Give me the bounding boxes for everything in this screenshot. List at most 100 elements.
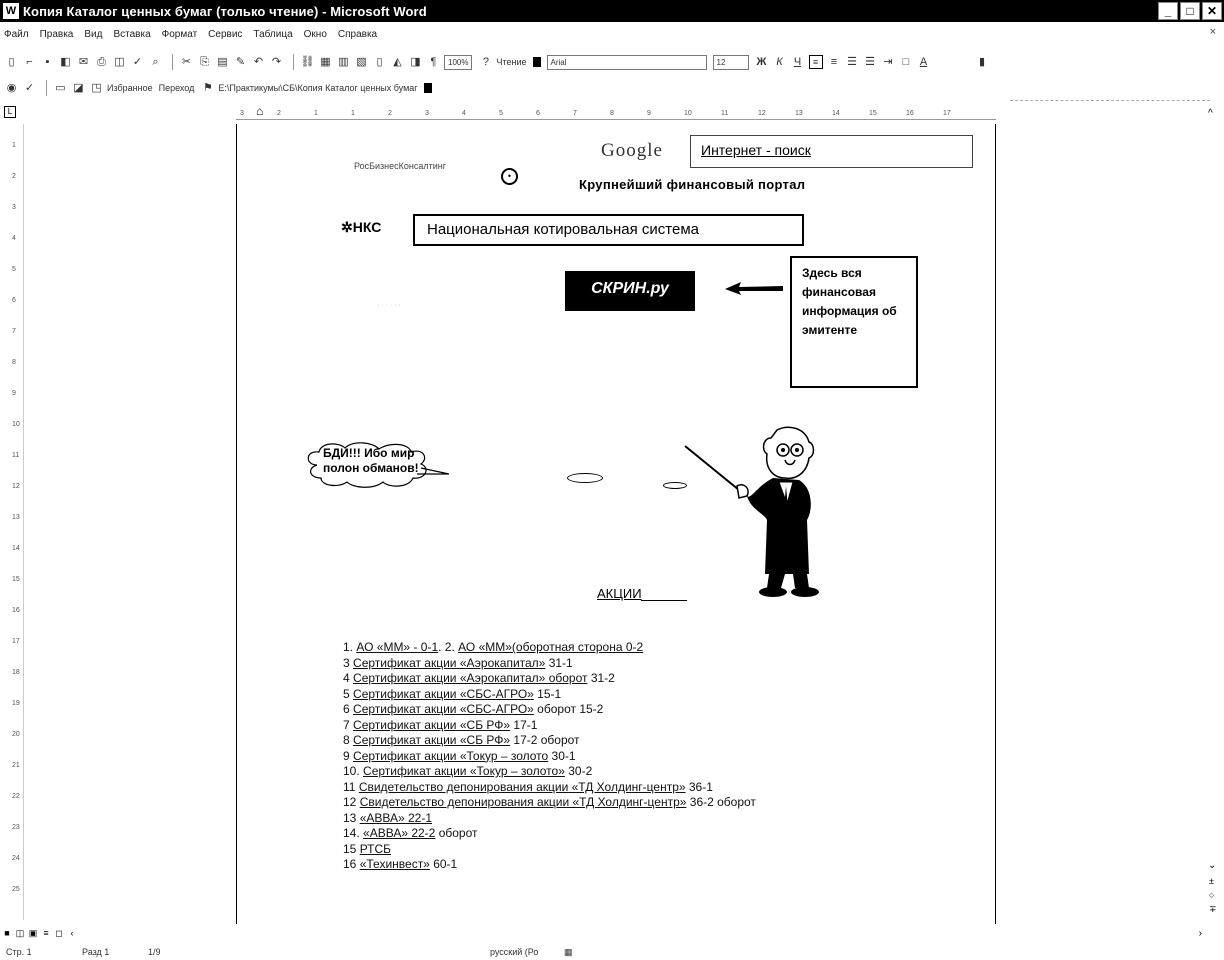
- scroll-right-icon[interactable]: ›: [1198, 928, 1202, 939]
- toolbar-options-icon[interactable]: [532, 57, 541, 67]
- word-app-icon[interactable]: W: [3, 3, 19, 19]
- columns-icon[interactable]: ▯: [376, 56, 383, 68]
- menu-table[interactable]: Таблица: [253, 28, 293, 40]
- previous-page-icon[interactable]: ±: [1209, 876, 1214, 886]
- outline-view-icon[interactable]: ≡: [43, 928, 49, 938]
- italic-button[interactable]: К: [776, 56, 783, 68]
- back-icon[interactable]: ◉: [6, 82, 17, 94]
- item-link[interactable]: АО «ММ» - 0-1: [356, 640, 439, 654]
- research-icon[interactable]: ⌕: [152, 56, 159, 68]
- item-link[interactable]: АО «ММ»(оборотная сторона 0-2: [458, 640, 644, 654]
- item-link[interactable]: Свидетельство депонирования акции «ТД Хо…: [358, 779, 686, 794]
- font-size-select[interactable]: 12: [712, 54, 749, 70]
- font-name-select[interactable]: Arial: [546, 54, 707, 70]
- nks-logo[interactable]: ✲НКС: [341, 219, 381, 236]
- indent-marker-icon[interactable]: ⌂: [256, 104, 264, 118]
- save-icon[interactable]: ▪: [45, 56, 50, 68]
- item-link[interactable]: Сертификат акции «Аэрокапитал» оборот: [353, 671, 588, 685]
- reading-mode-button[interactable]: Чтение: [496, 57, 527, 67]
- item-link[interactable]: Сертификат акции «Аэрокапитал»: [353, 655, 546, 670]
- print-preview-icon[interactable]: ◫: [114, 56, 125, 68]
- underline-button[interactable]: Ч: [793, 56, 802, 68]
- internet-search-box[interactable]: Интернет - поиск: [690, 135, 973, 168]
- maximize-button[interactable]: □: [1180, 2, 1200, 20]
- close-document-icon[interactable]: ×: [1209, 26, 1216, 38]
- print-view-icon[interactable]: ▣: [28, 928, 38, 938]
- help-icon[interactable]: ?: [482, 56, 490, 68]
- reading-view-icon[interactable]: ◻: [55, 928, 63, 938]
- hyperlink-icon[interactable]: ⛓: [300, 56, 315, 68]
- go-button[interactable]: Переход: [158, 83, 195, 93]
- document-map-icon[interactable]: ◨: [410, 56, 421, 68]
- address-field[interactable]: E:\Практикумы\СБ\Копия Каталог ценных бу…: [218, 83, 418, 93]
- item-link[interactable]: Сертификат акции «СБ РФ»: [353, 717, 511, 732]
- zoom-select[interactable]: 100%: [444, 54, 473, 70]
- align-left-icon[interactable]: ≡: [808, 55, 823, 69]
- item-link[interactable]: Свидетельство депонирования акции «ТД Хо…: [359, 795, 687, 809]
- stop-icon[interactable]: ▭: [55, 82, 66, 94]
- item-link[interactable]: Сертификат акции «СБ РФ»: [353, 733, 511, 747]
- item-link[interactable]: Сертификат акции «СБС-АГРО»: [353, 686, 534, 701]
- internet-search-link[interactable]: Интернет - поиск: [701, 142, 811, 158]
- status-language[interactable]: русский (Ро: [490, 947, 539, 957]
- insert-excel-icon[interactable]: ▧: [356, 56, 367, 68]
- rbc-logo-icon[interactable]: •: [501, 168, 518, 185]
- scroll-up-icon[interactable]: ^: [1208, 108, 1213, 119]
- redo-icon[interactable]: ↷: [271, 56, 282, 68]
- menu-view[interactable]: Вид: [84, 28, 103, 40]
- forward-icon[interactable]: ✓: [24, 82, 35, 94]
- nks-link-box[interactable]: Национальная котировальная система: [413, 214, 804, 246]
- paste-icon[interactable]: ▤: [217, 56, 228, 68]
- insert-table-icon[interactable]: ▥: [338, 56, 349, 68]
- cut-icon[interactable]: ✂: [181, 56, 192, 68]
- address-options-icon[interactable]: [423, 83, 432, 93]
- menu-format[interactable]: Формат: [161, 28, 198, 40]
- copy-icon[interactable]: ⎘: [200, 56, 209, 68]
- browse-object-icon[interactable]: ○: [1209, 890, 1215, 900]
- email-icon[interactable]: ✉: [78, 56, 89, 68]
- permission-icon[interactable]: ◧: [60, 56, 71, 68]
- menu-help[interactable]: Справка: [337, 28, 378, 40]
- item-link[interactable]: «АВВА» 22-1: [359, 810, 433, 825]
- bullets-icon[interactable]: ☰: [865, 56, 875, 68]
- tab-selector-icon[interactable]: L: [4, 106, 16, 118]
- show-hide-icon[interactable]: ¶: [430, 56, 437, 68]
- document-page[interactable]: Google Интернет - поиск РосБизнесКонсалт…: [236, 124, 996, 924]
- new-document-icon[interactable]: ▯: [8, 56, 15, 68]
- spelling-status-icon[interactable]: ▦: [564, 947, 573, 957]
- close-button[interactable]: ✕: [1202, 2, 1222, 20]
- refresh-icon[interactable]: ◪: [73, 82, 84, 94]
- show-web-only-icon[interactable]: ⚑: [202, 82, 213, 94]
- toolbar-overflow-icon[interactable]: ▮: [978, 56, 986, 68]
- tables-borders-icon[interactable]: ▦: [320, 56, 331, 68]
- item-link[interactable]: Сертификат акции «Токур – золото»: [363, 764, 565, 778]
- undo-icon[interactable]: ↶: [253, 56, 264, 68]
- drawing-icon[interactable]: ◭: [393, 56, 402, 68]
- vertical-scrollbar[interactable]: ^ ⌄ ± ○ ∓: [1200, 104, 1224, 930]
- print-icon[interactable]: ⎙: [97, 56, 106, 68]
- google-logo[interactable]: Google: [601, 140, 663, 161]
- item-link[interactable]: «Техинвест»: [359, 857, 430, 871]
- menu-tools[interactable]: Сервис: [208, 28, 243, 40]
- web-view-icon[interactable]: ◫: [15, 928, 25, 938]
- home-icon[interactable]: ◳: [91, 82, 102, 94]
- item-link[interactable]: Сертификат акции «СБС-АГРО»: [353, 702, 534, 716]
- menu-edit[interactable]: Правка: [39, 28, 74, 40]
- open-icon[interactable]: ⌐: [26, 56, 33, 68]
- format-painter-icon[interactable]: ✎: [235, 56, 246, 68]
- scroll-left-icon[interactable]: ‹: [70, 928, 74, 938]
- normal-view-icon[interactable]: ■: [4, 928, 10, 938]
- spelling-icon[interactable]: ✓: [132, 56, 143, 68]
- favorites-button[interactable]: Избранное: [107, 83, 153, 93]
- skrin-logo[interactable]: СКРИН.ру: [565, 271, 695, 311]
- numbering-icon[interactable]: ☰: [847, 56, 857, 68]
- scroll-down-icon[interactable]: ⌄: [1208, 860, 1217, 871]
- item-link[interactable]: Сертификат акции «Токур – золото: [353, 748, 549, 763]
- font-color-button[interactable]: A: [919, 56, 928, 68]
- indent-icon[interactable]: ⇥: [883, 56, 893, 68]
- next-page-icon[interactable]: ∓: [1209, 904, 1217, 914]
- align-center-icon[interactable]: ≡: [830, 56, 838, 68]
- menu-file[interactable]: Файл: [4, 28, 29, 40]
